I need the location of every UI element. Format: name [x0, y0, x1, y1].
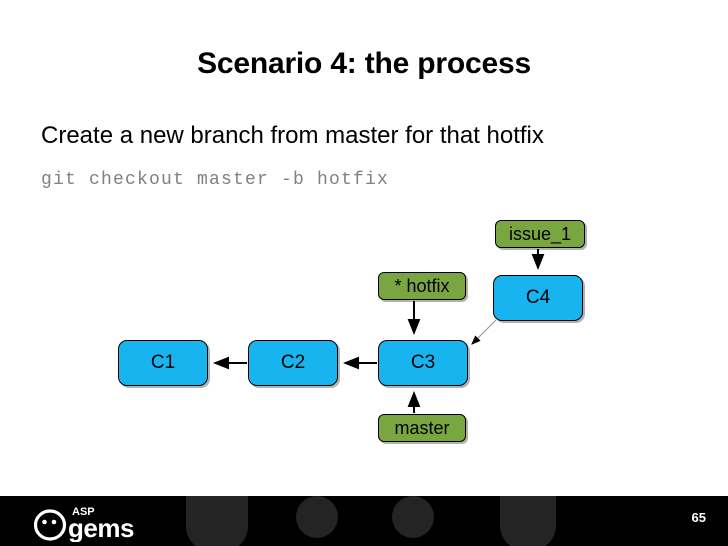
smiley-face-icon — [33, 509, 67, 541]
diagram-edges — [213, 249, 545, 413]
commit-node-c1[interactable]: C1 — [118, 340, 208, 386]
page-title: Scenario 4: the process — [197, 47, 531, 80]
logo-gems-text: gems — [68, 513, 134, 542]
footer-decoration-shape — [500, 496, 556, 546]
commit-node-c3[interactable]: C3 — [378, 340, 468, 386]
logo-asp-text: ASP — [72, 506, 95, 518]
footer-decoration-circle — [392, 496, 434, 538]
commit-node-c4[interactable]: C4 — [493, 275, 583, 321]
slide-subtitle: Create a new branch from master for that… — [41, 122, 544, 149]
git-command-text: git checkout master -b hotfix — [41, 170, 390, 190]
branch-label-issue-1[interactable]: issue_1 — [495, 220, 585, 248]
edge-c4-to-c3 — [471, 319, 497, 345]
slide-footer: ASP gems 65 — [0, 496, 728, 546]
footer-decoration-circle — [296, 496, 338, 538]
branch-label-hotfix[interactable]: * hotfix — [378, 272, 466, 300]
commit-node-c2[interactable]: C2 — [248, 340, 338, 386]
page-number: 65 — [691, 510, 706, 525]
footer-decoration-shape — [186, 496, 248, 546]
branch-label-master[interactable]: master — [378, 414, 466, 442]
asp-gems-logo: ASP gems — [33, 506, 134, 542]
git-graph-diagram: C1 C2 C3 C4 * hotfix master issue_1 — [118, 220, 585, 442]
